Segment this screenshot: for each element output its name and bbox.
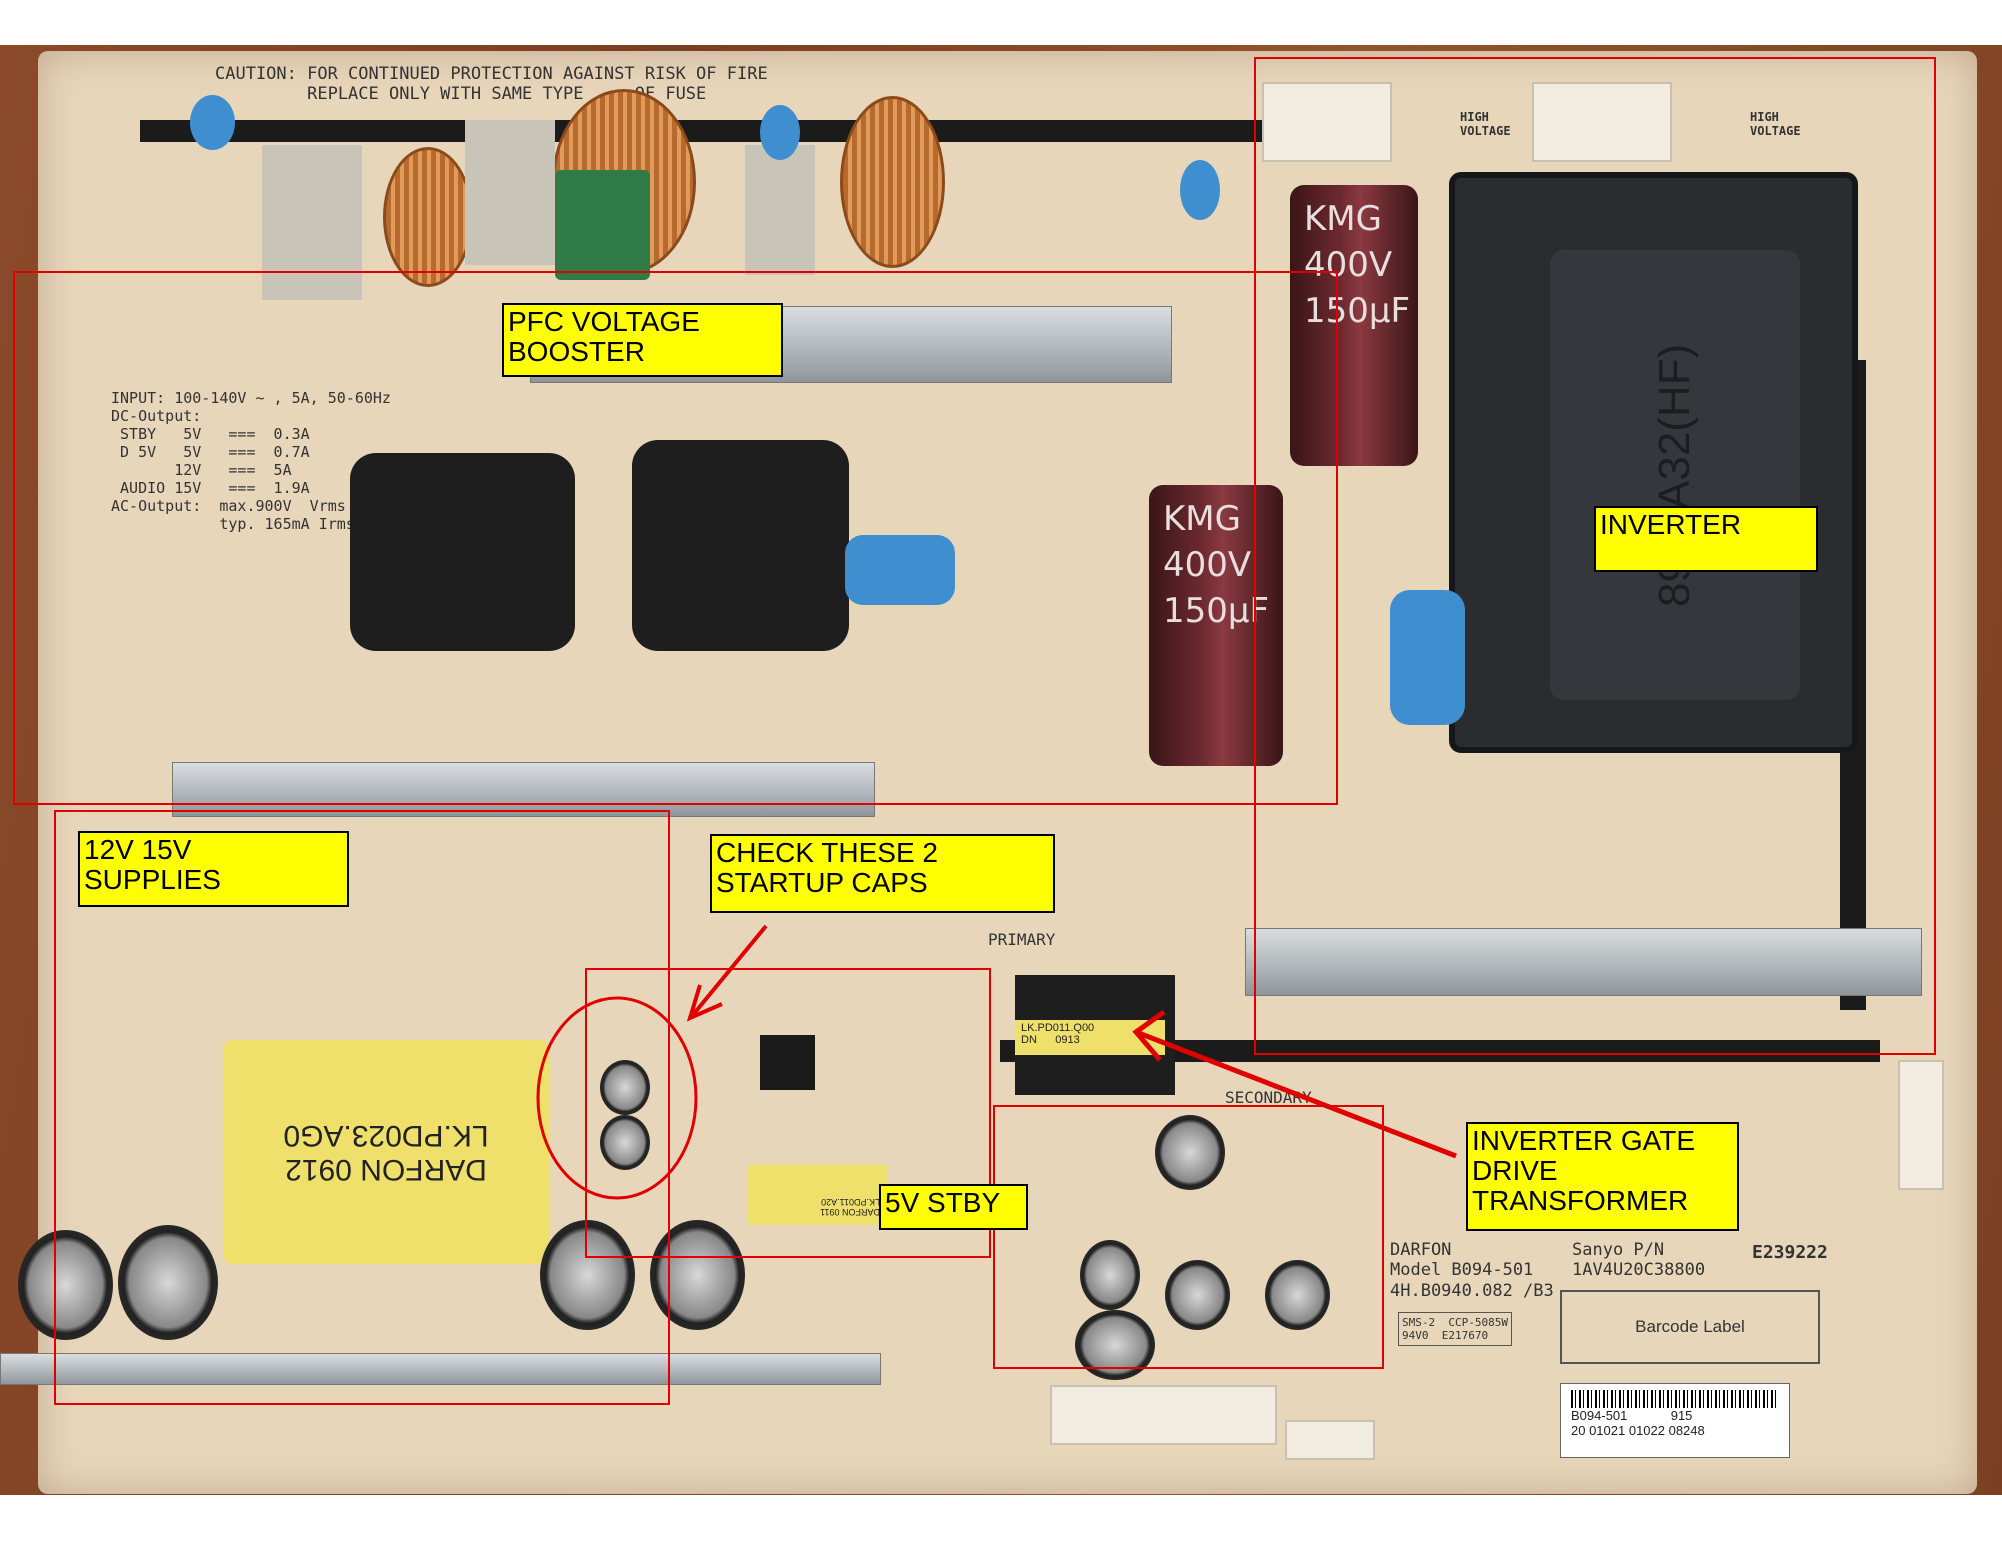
electrolytic-capacitor <box>650 1220 745 1330</box>
electrolytic-capacitor <box>18 1230 113 1340</box>
electrolytic-capacitor <box>540 1220 635 1330</box>
y-capacitor <box>190 95 235 150</box>
output-connector <box>1285 1420 1375 1460</box>
startup-capacitor-2 <box>600 1115 650 1170</box>
x-capacitor <box>465 120 555 265</box>
startup-caps-label: CHECK THESE 2 STARTUP CAPS <box>710 834 1055 913</box>
ccfl-connector <box>1262 82 1392 162</box>
electrolytic-capacitor <box>1165 1260 1230 1330</box>
bulk-capacitor-1: KMG 400V 150μF <box>1290 185 1418 466</box>
barcode-label-area: Barcode Label <box>1560 1290 1820 1364</box>
choke-core <box>555 170 650 280</box>
pfc-voltage-booster-label: PFC VOLTAGE BOOSTER <box>502 303 783 377</box>
startup-capacitor-1 <box>600 1060 650 1115</box>
output-connector <box>1050 1385 1277 1445</box>
electrolytic-capacitor <box>1265 1260 1330 1330</box>
inverter-heatsink <box>1245 928 1922 996</box>
high-voltage-text: HIGH VOLTAGE <box>1750 110 1801 139</box>
model-text: DARFON Model B094-501 4H.B0940.082 /B3 <box>1390 1240 1554 1301</box>
y-capacitor <box>760 105 800 160</box>
cert-box: SMS-2 CCP-5085W 94V0 E217670 <box>1398 1312 1512 1347</box>
electrolytic-capacitor <box>1080 1240 1140 1310</box>
toroid-inductor <box>840 96 945 268</box>
x-capacitor <box>262 145 362 300</box>
film-capacitor <box>845 535 955 605</box>
inverter-region-box <box>1254 57 1936 1055</box>
barcode-bars <box>1571 1390 1779 1408</box>
caution-text: CAUTION: FOR CONTINUED PROTECTION AGAINS… <box>215 64 768 105</box>
pfc-inductor <box>350 453 575 651</box>
ul-number: E239222 <box>1752 1242 1828 1263</box>
pcb-trace <box>1000 1040 1880 1062</box>
side-connector <box>1898 1060 1944 1190</box>
stby-region-box <box>585 968 991 1258</box>
toroid-inductor <box>383 147 473 287</box>
electrolytic-capacitor <box>118 1225 218 1340</box>
bulk-capacitor-2: KMG 400V 150μF <box>1149 485 1283 766</box>
gate-drive-transformer-label: INVERTER GATE DRIVE TRANSFORMER <box>1466 1122 1739 1231</box>
pfc-heatsink-lower <box>172 762 875 817</box>
x-capacitor <box>745 145 815 275</box>
ccfl-connector <box>1532 82 1672 162</box>
barcode-line-1: B094-501 915 <box>1571 1408 1693 1423</box>
inverter-label: INVERTER <box>1594 506 1818 572</box>
startup-caps-circle <box>536 996 698 1200</box>
barcode-line-2: 20 01021 01022 08248 <box>1571 1423 1705 1438</box>
supplies-region-box <box>54 810 670 1405</box>
film-capacitor <box>1390 590 1465 725</box>
sanyo-text: Sanyo P/N 1AV4U20C38800 <box>1572 1240 1706 1281</box>
stby-label: 5V STBY <box>879 1184 1028 1230</box>
high-voltage-text: HIGH VOLTAGE <box>1460 110 1511 139</box>
barcode-sticker: B094-501 915 20 01021 01022 08248 <box>1560 1383 1790 1458</box>
secondary-heatsink <box>0 1353 881 1385</box>
electrolytic-capacitor <box>1155 1115 1225 1190</box>
y-capacitor <box>1180 160 1220 220</box>
ratings-text: INPUT: 100-140V ~ , 5A, 50-60Hz DC-Outpu… <box>111 389 391 533</box>
pcb-trace <box>140 120 1290 142</box>
pfc-region-box <box>13 271 1338 805</box>
pfc-inductor <box>632 440 849 651</box>
secondary-region-box <box>993 1105 1384 1369</box>
supplies-label: 12V 15V SUPPLIES <box>78 831 349 907</box>
gate-drive-arrow <box>1132 1009 1457 1159</box>
pwm-controller-ic <box>760 1035 815 1090</box>
startup-caps-arrow <box>686 924 768 1022</box>
primary-text: PRIMARY <box>988 930 1056 949</box>
